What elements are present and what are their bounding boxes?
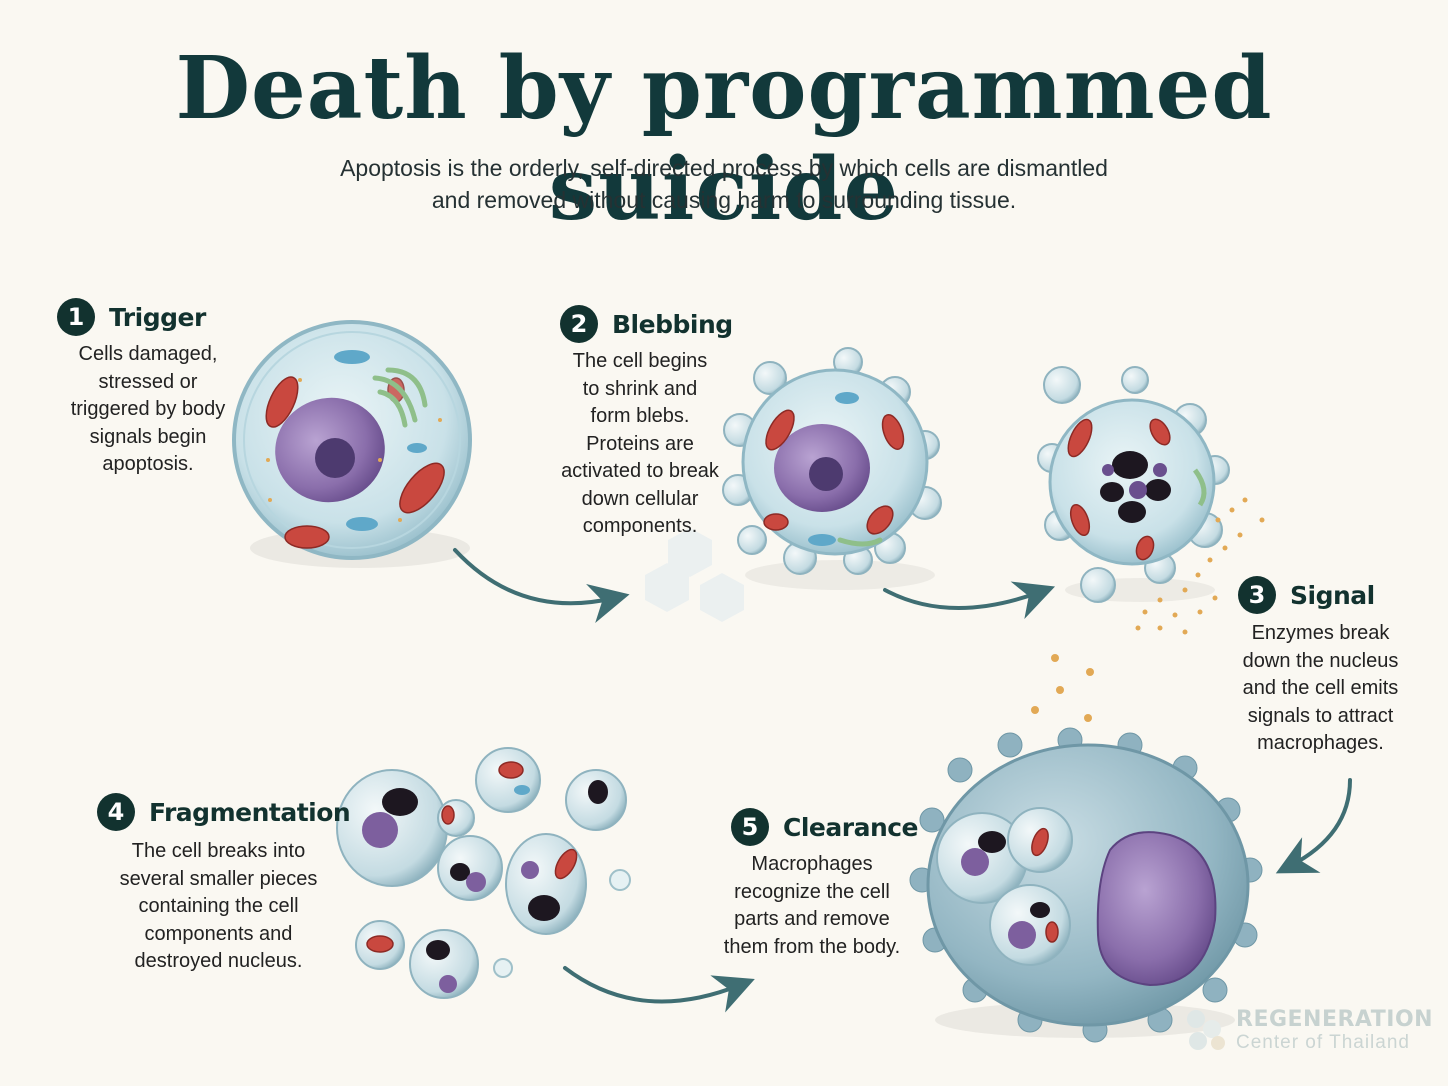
subtitle-line-2: and removed without causing harm to surr… (431, 187, 1017, 213)
step-2-line: activated to break (561, 460, 719, 482)
logo-hexagon-icon (1187, 1010, 1225, 1050)
healthy-cell-illustration (232, 320, 472, 568)
step-2-line: form blebs. (590, 405, 690, 427)
step-1-description: Cells damaged, stressed or triggered by … (48, 341, 248, 479)
step-4-line: destroyed nucleus. (134, 950, 303, 972)
subtitle-line-1: Apoptosis is the orderly, self-directed … (340, 155, 1108, 181)
background-hexagons (645, 528, 744, 622)
logo-sub-text: Center of Thailand (1236, 1032, 1410, 1053)
step-3-description: Enzymes break down the nucleus and the c… (1218, 620, 1423, 758)
step-5-line: them from the body. (723, 935, 901, 958)
process-arrows (453, 548, 1352, 1013)
step-2-description: The cell begins to shrink and form blebs… (540, 348, 740, 541)
step-2-line: to shrink and (582, 377, 698, 400)
step-1-header: 1 Trigger (57, 298, 206, 336)
step-4-line: The cell breaks into (131, 840, 306, 862)
step-3-line: down the nucleus (1242, 649, 1399, 672)
step-5-header: 5 Clearance (731, 808, 919, 846)
step-4-title: Fragmentation (149, 797, 351, 827)
page-subtitle: Apoptosis is the orderly, self-directed … (274, 152, 1174, 216)
step-5-line: parts and remove (734, 908, 890, 930)
step-3-line: signals to attract (1247, 704, 1394, 727)
step-1-line: apoptosis. (102, 453, 194, 475)
step-5-line: recognize the cell (734, 880, 890, 903)
step-5-description: Macrophages recognize the cell parts and… (712, 851, 912, 961)
step-3-header: 3 Signal (1238, 576, 1375, 614)
fragmented-cell-illustration (336, 747, 631, 999)
step-2-line: components. (582, 515, 698, 537)
arrow-2-to-3 (883, 581, 1056, 620)
arrow-4-to-5 (563, 966, 755, 1013)
step-3-line: macrophages. (1257, 732, 1384, 754)
step-4-number-badge: 4 (97, 793, 135, 831)
step-1-line: triggered by body (70, 398, 226, 420)
step-2-line: down cellular (581, 487, 699, 510)
step-5-line: Macrophages (751, 853, 873, 875)
step-4-description: The cell breaks into several smaller pie… (106, 838, 331, 976)
step-4-header: 4 Fragmentation (97, 793, 351, 831)
arrow-3-to-5 (1275, 778, 1352, 874)
arrow-1-to-2 (453, 548, 630, 623)
step-3-number-badge: 3 (1238, 576, 1276, 614)
regeneration-center-logo: REGENERATION Center of Thailand (1184, 1005, 1433, 1055)
step-4-line: containing the cell (138, 895, 299, 917)
step-4-line: components and (144, 922, 293, 945)
step-2-line: Proteins are (586, 432, 694, 455)
step-5-title: Clearance (783, 812, 919, 842)
step-2-header: 2 Blebbing (560, 305, 733, 343)
step-3-line: Enzymes break (1251, 622, 1390, 644)
step-4-line: several smaller pieces (119, 867, 318, 890)
step-3-title: Signal (1290, 580, 1375, 610)
step-3-line: and the cell emits (1242, 677, 1399, 699)
step-1-title: Trigger (109, 302, 206, 332)
logo-main-text: REGENERATION (1236, 1007, 1434, 1032)
step-2-line: The cell begins (572, 350, 708, 372)
step-5-number-badge: 5 (731, 808, 769, 846)
step-1-line: stressed or (98, 370, 198, 393)
step-2-number-badge: 2 (560, 305, 598, 343)
step-1-line: Cells damaged, (78, 343, 218, 365)
step-1-line: signals begin (89, 425, 207, 448)
step-1-number-badge: 1 (57, 298, 95, 336)
signaling-cell-illustration (1031, 366, 1265, 722)
page-title: Death by programmed suicide (175, 38, 1273, 240)
step-2-title: Blebbing (612, 309, 733, 339)
blebbing-cell-illustration (722, 347, 942, 590)
macrophage-illustration (909, 727, 1263, 1043)
